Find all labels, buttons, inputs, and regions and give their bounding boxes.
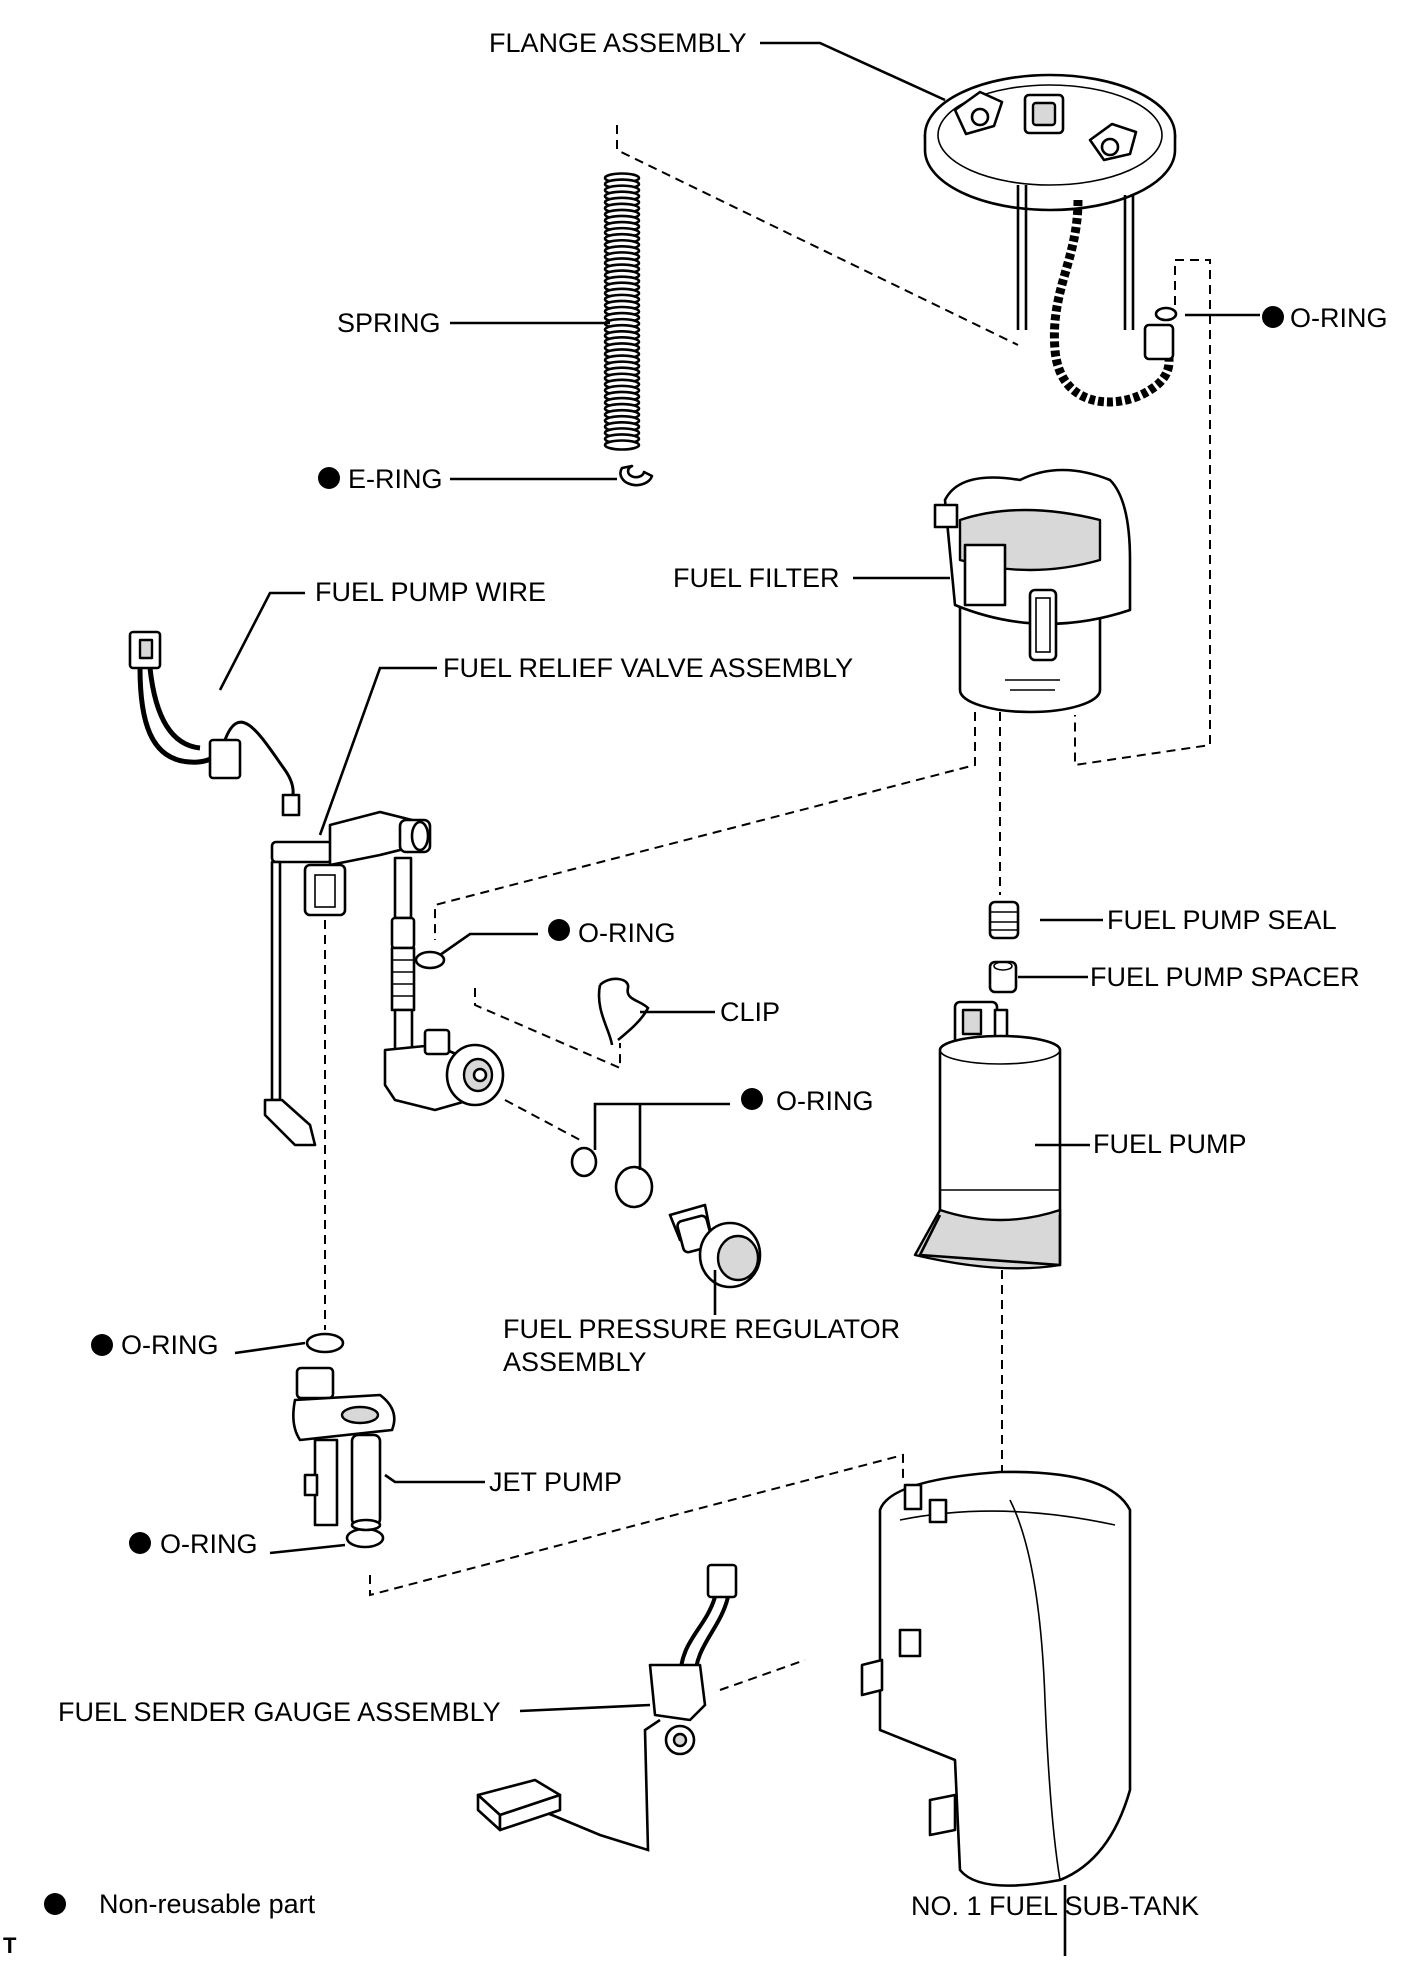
o-ring-jet-lower-part	[345, 1527, 385, 1549]
fuel-filter-part	[933, 468, 1132, 714]
label-fuel-sender-gauge-assembly: FUEL SENDER GAUGE ASSEMBLY	[58, 1697, 501, 1727]
spring-coil	[603, 439, 641, 451]
label-o-ring-jet-upper: O-RING	[121, 1330, 219, 1360]
label-spring: SPRING	[337, 308, 441, 338]
non-reusable-dot	[1262, 306, 1284, 328]
non-reusable-dot	[91, 1334, 113, 1356]
label-no1-fuel-sub-tank: NO. 1 FUEL SUB-TANK	[911, 1891, 1199, 1921]
label-o-ring-regulator: O-RING	[776, 1086, 874, 1116]
non-reusable-dot	[548, 919, 570, 941]
part-labels: FLANGE ASSEMBLY SPRING O-RING E-RING FUE…	[3, 28, 1388, 1958]
non-reusable-dot	[318, 467, 340, 489]
label-fuel-pressure-regulator-1: FUEL PRESSURE REGULATOR	[503, 1314, 900, 1344]
spring-part	[603, 172, 641, 451]
non-reusable-dot	[129, 1532, 151, 1554]
label-flange-assembly: FLANGE ASSEMBLY	[489, 28, 747, 58]
label-o-ring-relief: O-RING	[578, 918, 676, 948]
label-o-ring-flange: O-RING	[1290, 303, 1388, 333]
leader-lines	[218, 41, 1260, 1960]
jet-pump-part	[292, 1366, 396, 1532]
alignment-lines	[324, 125, 1211, 1691]
legend-non-reusable-text: Non-reusable part	[99, 1889, 316, 1919]
label-fuel-pump: FUEL PUMP	[1093, 1129, 1247, 1159]
label-fuel-relief-valve-assembly: FUEL RELIEF VALVE ASSEMBLY	[443, 653, 853, 683]
fuel-relief-valve-assembly-part	[263, 810, 505, 1147]
label-clip: CLIP	[720, 997, 780, 1027]
legend-dot	[44, 1893, 66, 1915]
fuel-pump-seal-part	[988, 900, 1020, 940]
flange-assembly-part	[923, 73, 1177, 407]
label-fuel-pump-wire: FUEL PUMP WIRE	[315, 577, 546, 607]
o-ring-flange-part	[1154, 306, 1178, 322]
non-reusable-markers	[44, 306, 1284, 1915]
label-o-ring-jet-lower: O-RING	[160, 1529, 258, 1559]
o-ring-jet-upper-part	[305, 1332, 345, 1354]
fuel-pump-part	[913, 1000, 1062, 1270]
label-fuel-pressure-regulator-2: ASSEMBLY	[503, 1347, 647, 1377]
fuel-sub-tank-part	[860, 1470, 1132, 1887]
fuel-sender-gauge-assembly-part	[476, 1563, 738, 1852]
o-rings-regulator-part	[570, 1146, 654, 1209]
o-ring-relief-part	[414, 950, 446, 970]
corner-mark: T	[3, 1933, 17, 1956]
non-reusable-dot	[741, 1088, 763, 1110]
fuel-pump-wire-part	[128, 630, 301, 817]
label-fuel-pump-seal: FUEL PUMP SEAL	[1107, 905, 1337, 935]
e-ring-part	[619, 464, 654, 487]
label-jet-pump: JET PUMP	[489, 1467, 622, 1497]
label-fuel-pump-spacer: FUEL PUMP SPACER	[1090, 962, 1360, 992]
label-e-ring: E-RING	[348, 464, 443, 494]
fuel-pump-spacer-part	[988, 960, 1018, 994]
clip-part	[597, 977, 650, 1046]
label-fuel-filter: FUEL FILTER	[673, 563, 840, 593]
